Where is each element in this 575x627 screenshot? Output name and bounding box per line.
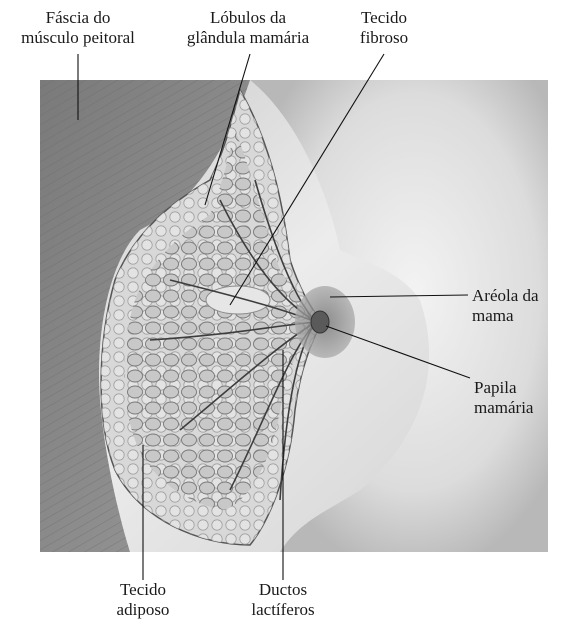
label-fascia-line2: músculo peitoral: [4, 28, 152, 48]
label-fascia-line1: Fáscia do: [4, 8, 152, 28]
label-tecido-fibroso-line1: Tecido: [344, 8, 424, 28]
label-areola: Aréola da mama: [472, 286, 539, 326]
label-fascia: Fáscia do músculo peitoral: [4, 8, 152, 48]
label-papila-line1: Papila: [474, 378, 533, 398]
fibrous-tissue-area: [206, 286, 270, 314]
label-tecido-fibroso: Tecido fibroso: [344, 8, 424, 48]
label-papila-line2: mamária: [474, 398, 533, 418]
label-ductos-line2: lactíferos: [234, 600, 332, 620]
label-tecido-adiposo-line2: adiposo: [100, 600, 186, 620]
label-lobulos-line2: glândula mamária: [168, 28, 328, 48]
nipple-shape: [311, 311, 329, 333]
label-tecido-fibroso-line2: fibroso: [344, 28, 424, 48]
label-tecido-adiposo-line1: Tecido: [100, 580, 186, 600]
label-ductos-line1: Ductos: [234, 580, 332, 600]
label-ductos: Ductos lactíferos: [234, 580, 332, 620]
label-papila: Papila mamária: [474, 378, 533, 418]
label-lobulos: Lóbulos da glândula mamária: [168, 8, 328, 48]
label-areola-line2: mama: [472, 306, 539, 326]
label-tecido-adiposo: Tecido adiposo: [100, 580, 186, 620]
label-lobulos-line1: Lóbulos da: [168, 8, 328, 28]
label-areola-line1: Aréola da: [472, 286, 539, 306]
